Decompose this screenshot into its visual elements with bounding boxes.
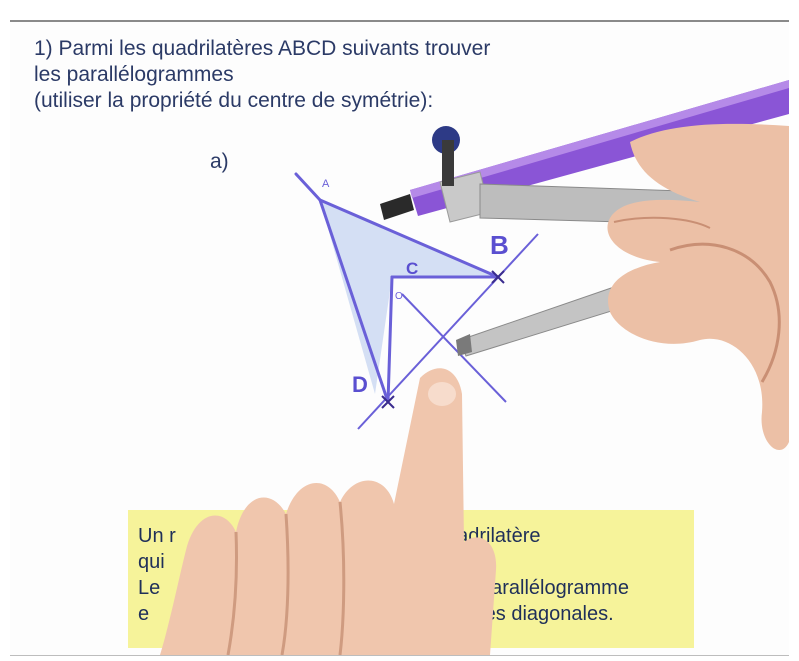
- construction-lines: [357, 233, 539, 430]
- left-hand-illustration: [160, 368, 497, 655]
- title-line-2: les parallélogrammes: [34, 63, 234, 86]
- callout-line-4-left: e: [138, 603, 150, 625]
- quadrilateral-fill: [320, 200, 498, 394]
- point-label-o: O: [395, 291, 403, 302]
- point-label-b: B: [490, 230, 509, 260]
- callout-line-1-left: Un r: [138, 525, 176, 547]
- title-line-1: 1) Parmi les quadrilatères ABCD suivants…: [34, 37, 491, 60]
- geometry-drawing: A B C D O: [294, 172, 539, 430]
- point-label-d: D: [352, 372, 368, 397]
- point-label-c: C: [406, 259, 418, 278]
- callout-line-4-right: e ses diagonales.: [458, 603, 614, 625]
- point-marks: [381, 270, 505, 409]
- video-frame: 1) Parmi les quadrilatères ABCD suivants…: [10, 20, 789, 656]
- point-label-a: A: [322, 178, 330, 190]
- callout-line-3-right: parallélogramme: [480, 577, 629, 599]
- exercise-part-label: a): [210, 150, 229, 173]
- callout-line-2-left: qui: [138, 551, 165, 573]
- callout-line-3-left: Le: [138, 577, 161, 599]
- exercise-title: 1) Parmi les quadrilatères ABCD suivants…: [34, 36, 490, 114]
- quadrilateral-outline: [294, 172, 500, 404]
- right-hand-illustration: [607, 123, 789, 451]
- title-line-3: (utiliser la propriété du centre de symé…: [34, 89, 434, 112]
